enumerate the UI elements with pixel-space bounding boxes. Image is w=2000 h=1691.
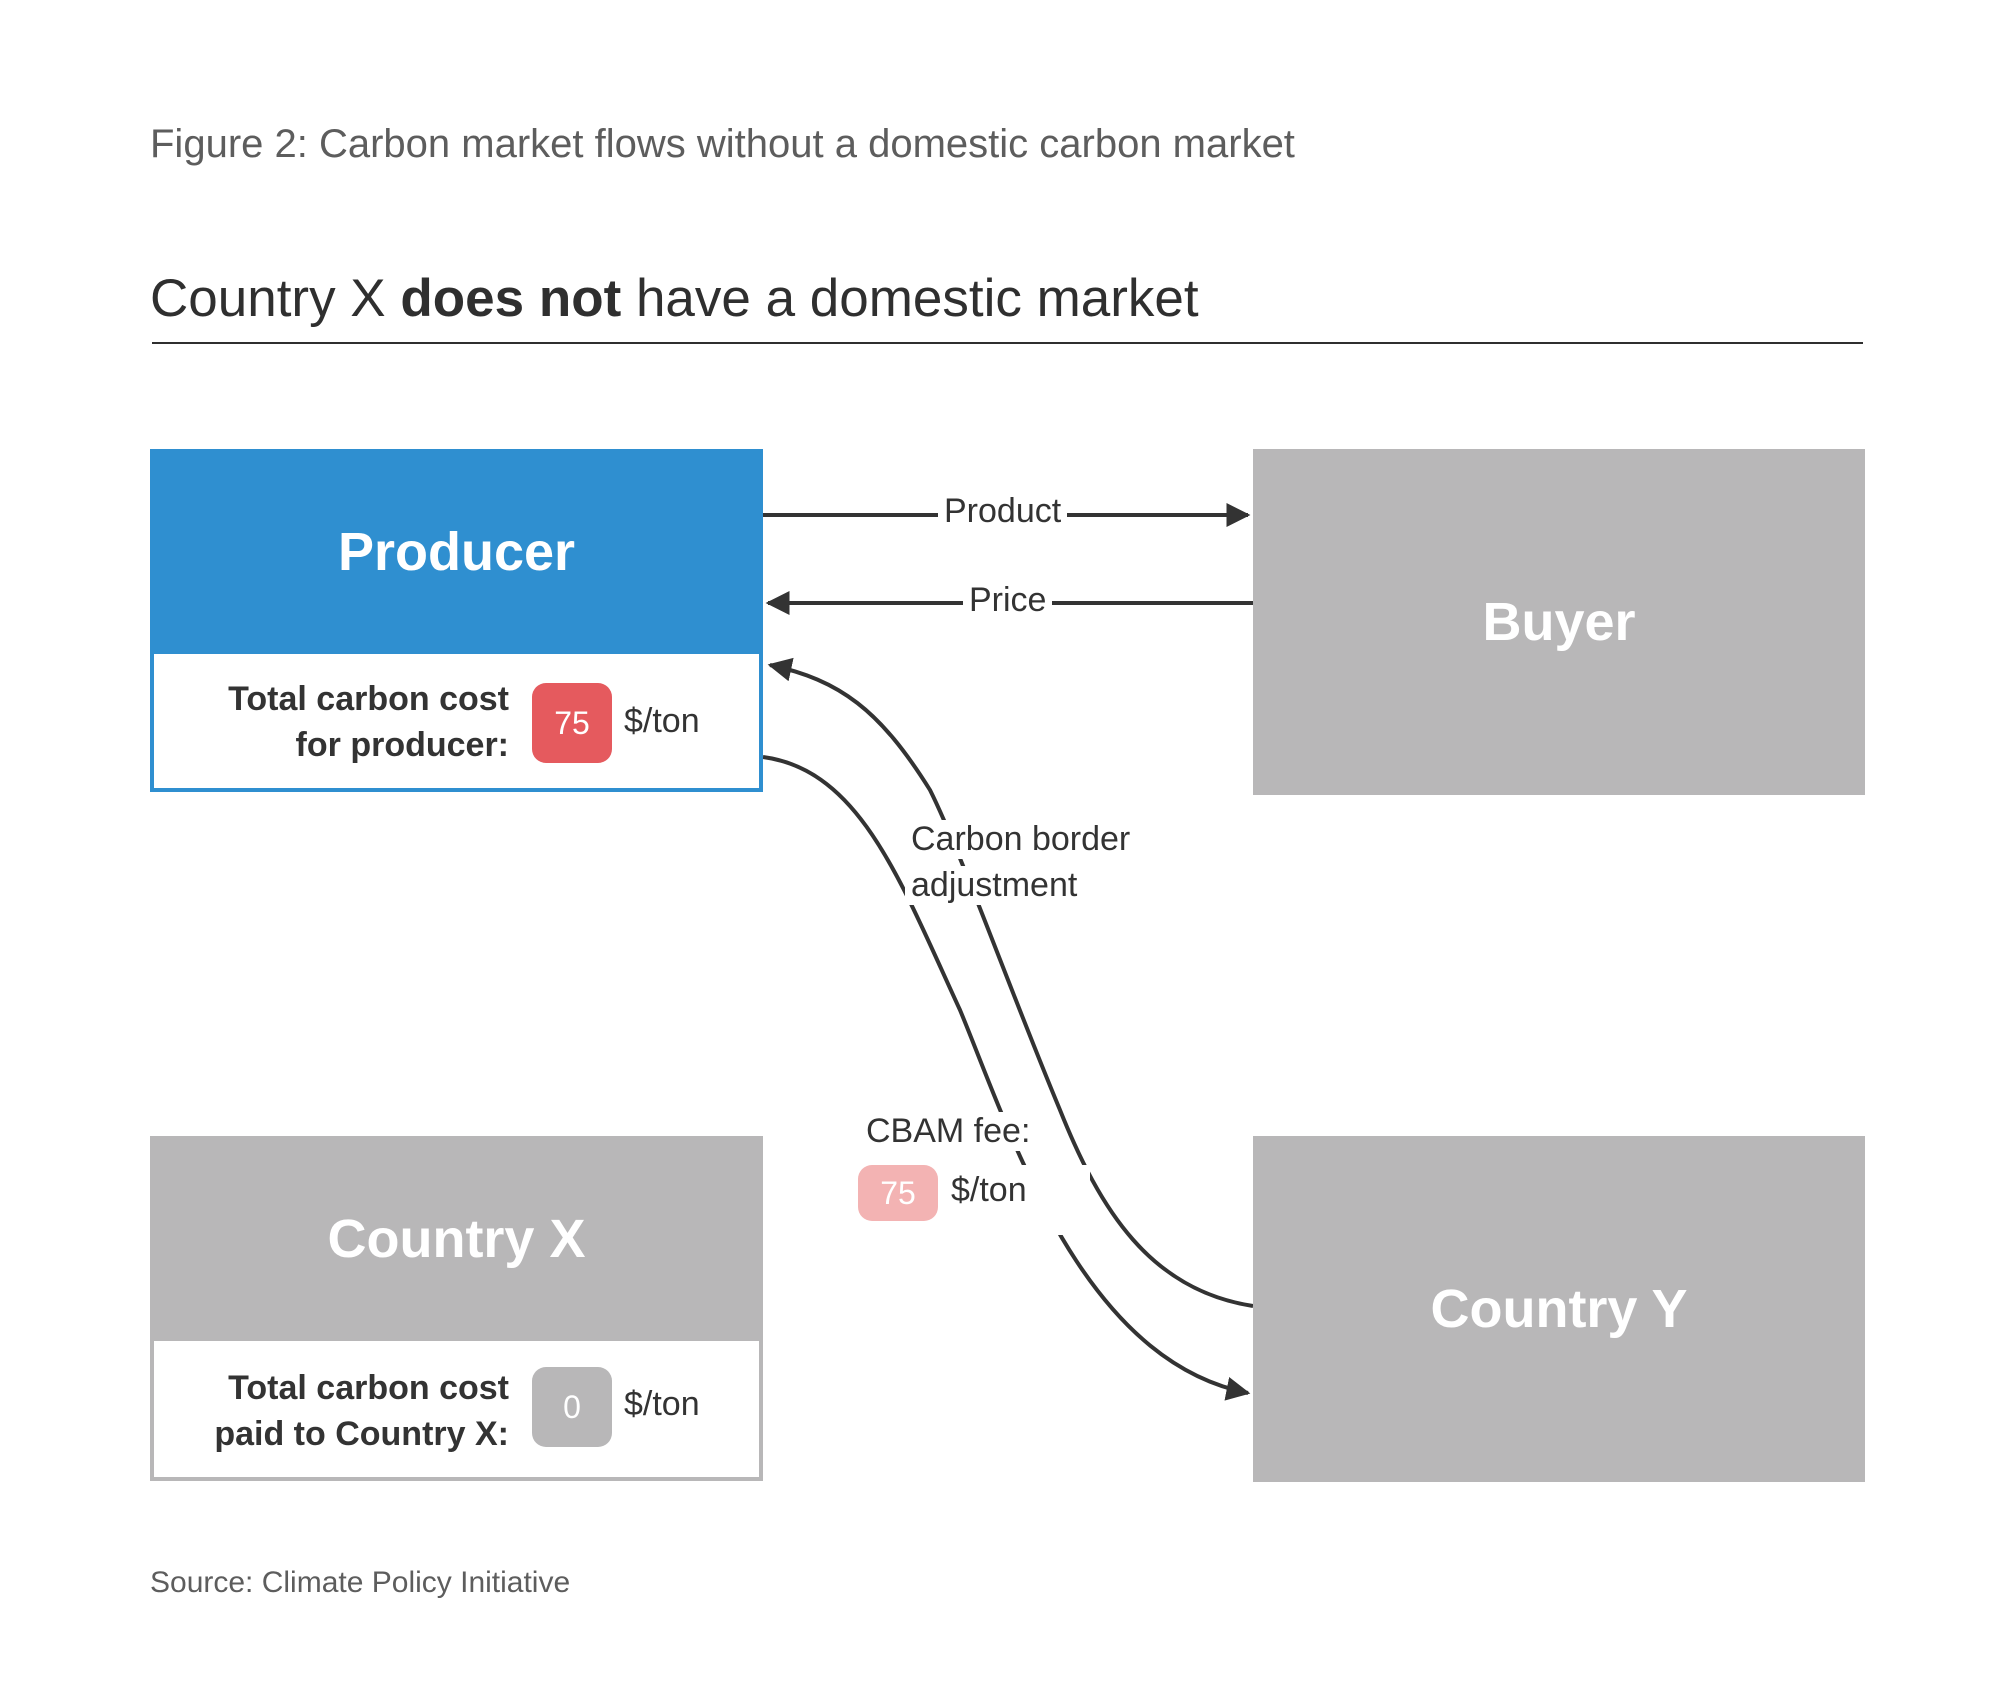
country-y-box: Country Y (1253, 1136, 1865, 1482)
producer-cost-label: Total carbon cost for producer: (228, 676, 509, 768)
country-x-cost-unit: $/ton (624, 1385, 700, 1423)
heading-divider (152, 342, 1863, 344)
heading-suffix: have a domestic market (621, 269, 1199, 328)
producer-cost-label-line1: Total carbon cost (228, 680, 509, 718)
country-x-box: Country X (150, 1136, 763, 1341)
country-x-cost-label-line2: paid to Country X: (214, 1415, 509, 1453)
figure-title: Figure 2: Carbon market flows without a … (150, 122, 1295, 166)
country-x-cost-badge: 0 (532, 1367, 612, 1447)
heading-bold: does not (400, 269, 622, 328)
producer-box: Producer (150, 449, 763, 654)
producer-cost-badge: 75 (532, 683, 612, 763)
country-x-cost-label: Total carbon cost paid to Country X: (214, 1365, 509, 1457)
cbam-fee-unit: $/ton (951, 1171, 1027, 1209)
heading-prefix: Country X (150, 269, 401, 328)
producer-cost-unit: $/ton (624, 702, 700, 740)
producer-cost-panel: Total carbon cost for producer: 75 $/ton (150, 654, 763, 792)
cba-label-line1: Carbon border (905, 820, 1137, 859)
diagram-heading: Country X does not have a domestic marke… (150, 268, 1199, 329)
price-label: Price (963, 581, 1053, 620)
country-x-cost-label-line1: Total carbon cost (228, 1369, 509, 1407)
buyer-box: Buyer (1253, 449, 1865, 795)
cbam-fee-arrow (762, 755, 1251, 1401)
cbam-fee-group: 75 $/ton (855, 1165, 1090, 1235)
producer-cost-label-line2: for producer: (295, 726, 509, 764)
cbam-fee-badge: 75 (858, 1165, 938, 1221)
source-note: Source: Climate Policy Initiative (150, 1566, 571, 1599)
country-x-cost-panel: Total carbon cost paid to Country X: 0 $… (150, 1341, 763, 1481)
cbam-fee-label: CBAM fee: (860, 1112, 1037, 1151)
product-label: Product (938, 492, 1068, 531)
carbon-border-adjustment-arrow (767, 657, 1254, 1308)
cba-label-line2: adjustment (905, 866, 1084, 905)
